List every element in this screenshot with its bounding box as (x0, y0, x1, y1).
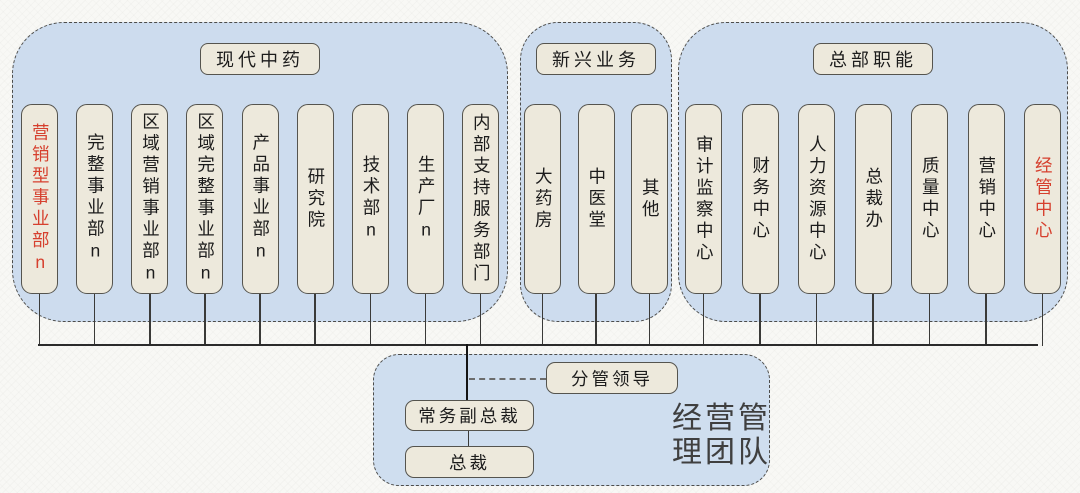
connector-main-drop-line (465, 344, 469, 400)
org-unit: 技术部n (351, 104, 389, 346)
org-unit-box: 营销中心 (967, 104, 1005, 294)
org-unit-box: 总裁办 (854, 104, 892, 294)
org-unit-label: 大药房 (533, 166, 554, 232)
org-unit: 人力资源中心 (798, 104, 835, 346)
org-unit-box: 审计监察中心 (685, 104, 722, 294)
org-unit: 质量中心 (911, 104, 948, 346)
org-unit: 经管中心 (1024, 104, 1061, 346)
org-unit: 区域完整事业部n (186, 104, 224, 346)
org-unit-box: 研究院 (296, 104, 334, 294)
leader-box: 分管领导 (546, 362, 678, 394)
connector-evp-president-line (467, 431, 470, 446)
org-unit-box: 生产厂n (406, 104, 444, 294)
org-unit-label: 区域营销事业部n (140, 111, 161, 287)
org-unit-label: 营销中心 (976, 156, 997, 242)
connector-dashed-leader-line (469, 378, 546, 380)
org-unit-label: 完整事业部n (85, 133, 106, 265)
org-unit-box: 其他 (631, 104, 668, 294)
org-unit: 产品事业部n (241, 104, 279, 346)
org-unit: 其他 (631, 104, 668, 346)
org-unit-box: 中医堂 (577, 104, 615, 294)
org-unit-label: 审计监察中心 (694, 134, 715, 264)
org-unit: 审计监察中心 (685, 104, 722, 346)
org-unit-label: 研究院 (305, 166, 326, 232)
org-unit-box: 质量中心 (911, 104, 948, 294)
org-unit: 营销型事业部n (21, 104, 58, 346)
group-title: 总部职能 (813, 43, 933, 75)
org-unit-box: 产品事业部n (241, 104, 279, 294)
group-hq-functions: 总部职能 审计监察中心 财务中心 人力资源中心 总裁办 质量中心 营销中心 经管中心 (678, 22, 1068, 346)
org-unit: 中医堂 (577, 104, 615, 346)
org-unit-box: 营销型事业部n (21, 104, 58, 294)
management-team-panel: 分管领导 常务副总裁 总裁 经营管理团队 (373, 354, 770, 486)
president-box: 总裁 (405, 446, 534, 478)
org-unit: 完整事业部n (76, 104, 114, 346)
org-unit-label: 人力资源中心 (807, 134, 828, 264)
connector-bus-line (38, 344, 1038, 346)
org-unit-label: 营销型事业部n (30, 122, 51, 276)
org-unit-label: 其他 (640, 177, 661, 221)
org-unit-label: 财务中心 (750, 156, 771, 242)
group-items: 审计监察中心 财务中心 人力资源中心 总裁办 质量中心 营销中心 经管中心 (679, 104, 1067, 346)
org-unit: 总裁办 (854, 104, 892, 346)
org-unit-label: 总裁办 (863, 166, 884, 232)
org-unit-label: 技术部n (361, 154, 381, 244)
group-items: 大药房 中医堂 其他 (521, 104, 671, 346)
org-unit: 内部支持服务部门 (462, 104, 499, 346)
org-unit: 研究院 (296, 104, 334, 346)
org-unit: 区域营销事业部n (131, 104, 169, 346)
group-modern-tcm: 现代中药 营销型事业部n 完整事业部n 区域营销事业部n 区域完整事业部n 产品事业部n… (12, 22, 508, 346)
org-unit-label: 内部支持服务部门 (471, 113, 492, 285)
org-unit-box: 技术部n (351, 104, 389, 294)
org-unit-label: 经管中心 (1033, 156, 1054, 242)
management-team-caption: 经营管理团队 (672, 402, 771, 469)
org-unit-label: 区域完整事业部n (195, 111, 216, 287)
group-title: 现代中药 (200, 43, 320, 75)
org-unit: 财务中心 (741, 104, 779, 346)
org-unit-box: 完整事业部n (76, 104, 114, 294)
org-unit: 大药房 (524, 104, 561, 346)
group-title: 新兴业务 (536, 43, 656, 75)
org-unit-label: 质量中心 (920, 156, 941, 242)
group-emerging-business: 新兴业务 大药房 中医堂 其他 (520, 22, 672, 346)
org-unit-box: 经管中心 (1024, 104, 1061, 294)
org-unit: 营销中心 (967, 104, 1005, 346)
org-unit-box: 大药房 (524, 104, 561, 294)
org-unit-box: 区域完整事业部n (186, 104, 224, 294)
org-unit-label: 产品事业部n (250, 133, 271, 265)
org-unit-label: 生产厂n (416, 154, 437, 244)
org-unit-label: 中医堂 (586, 166, 607, 232)
org-unit-box: 财务中心 (741, 104, 779, 294)
org-unit: 生产厂n (406, 104, 444, 346)
org-unit-box: 人力资源中心 (798, 104, 835, 294)
group-items: 营销型事业部n 完整事业部n 区域营销事业部n 区域完整事业部n 产品事业部n 研究院 技术… (13, 104, 507, 346)
org-unit-box: 区域营销事业部n (131, 104, 169, 294)
org-unit-box: 内部支持服务部门 (462, 104, 499, 294)
evp-box: 常务副总裁 (405, 400, 534, 431)
